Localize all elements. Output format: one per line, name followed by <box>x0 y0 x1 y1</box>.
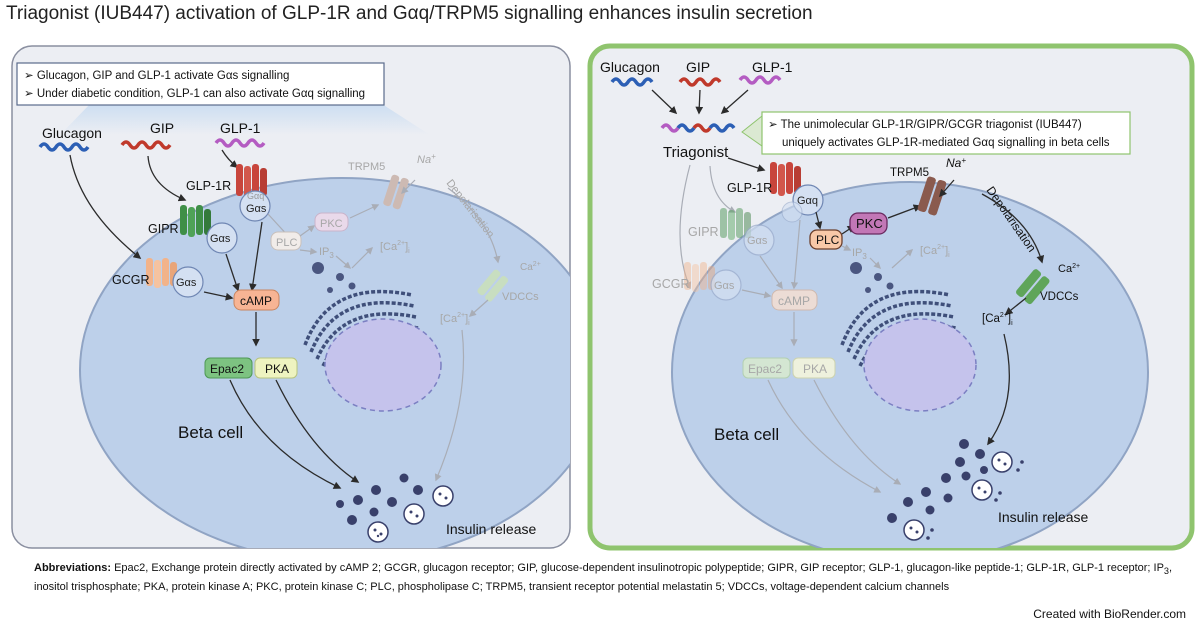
glp1r-label-left: GLP-1R <box>186 179 231 193</box>
ip3-label-right: IP3 <box>852 247 867 261</box>
vdcc-channel-icon-left <box>477 269 509 302</box>
triagonist-peptide-icon <box>660 123 736 133</box>
na-label-right: Na+ <box>946 156 966 170</box>
right-panel: Glucagon GIP GLP-1 Triagonist ➢ The unim… <box>587 43 1195 551</box>
right-note-2: uniquely activates GLP-1R-mediated Gαq s… <box>782 137 1110 149</box>
ca-i-label-left-2: [Ca2+]i <box>440 312 470 327</box>
beta-cell-label-right: Beta cell <box>714 425 779 444</box>
diagram: ➢ Glucagon, GIP and GLP-1 activate Gαs s… <box>11 43 1195 551</box>
insulin-release-label-right: Insulin release <box>998 509 1088 525</box>
svg-text:Gαs: Gαs <box>210 233 231 245</box>
nucleus-left <box>324 318 442 412</box>
insulin-granules-left <box>336 473 423 525</box>
gipr-receptor-icon <box>180 205 211 237</box>
svg-text:PKC: PKC <box>856 216 883 231</box>
glp1-label-right: GLP-1 <box>752 59 793 75</box>
exocytosis-icon-left <box>367 485 454 543</box>
vdcc-label-right: VDCCs <box>1040 291 1079 303</box>
left-note-2: ➢ Under diabetic condition, GLP-1 can al… <box>24 88 365 100</box>
vesicle-cluster-icon-right <box>850 262 894 293</box>
triagonist-label: Triagonist <box>663 144 729 161</box>
gcgr-label-left: GCGR <box>112 273 150 287</box>
trpm5-channel-icon-left <box>383 174 409 210</box>
left-note-1: ➢ Glucagon, GIP and GLP-1 activate Gαs s… <box>24 70 289 82</box>
right-note-box <box>761 111 1131 155</box>
trpm5-label-left: TRPM5 <box>348 161 385 173</box>
svg-text:PKA: PKA <box>803 362 827 376</box>
svg-text:PKA: PKA <box>265 362 289 376</box>
plc-box-right <box>809 229 843 250</box>
svg-text:Gαs: Gαs <box>246 203 267 215</box>
gip-peptide-icon <box>120 140 172 150</box>
abbreviations-text-2: , inositol trisphosphate; PKA, protein k… <box>34 562 1173 594</box>
ca-i-label-right: [Ca2+]i <box>982 312 1013 327</box>
gas-glp1r-left <box>239 190 271 222</box>
right-note-1: ➢ The unimolecular GLP-1R/GIPR/GCGR tria… <box>768 119 1082 131</box>
vdcc-label-left: VDCCs <box>502 291 539 303</box>
glucagon-peptide-icon <box>38 142 90 152</box>
ip3-label-left: IP3 <box>319 246 334 260</box>
epac2-box-left <box>204 357 253 379</box>
gcgr-receptor-icon <box>146 258 177 288</box>
svg-text:Gαq: Gαq <box>247 191 264 201</box>
svg-text:Gαs: Gαs <box>176 277 197 289</box>
vesicle-cluster-icon-left <box>312 262 356 293</box>
page-title: Triagonist (IUB447) activation of GLP-1R… <box>6 3 813 24</box>
abbreviations-label: Abbreviations: <box>34 562 112 574</box>
glp1r-label-right: GLP-1R <box>727 181 772 195</box>
biorender-credit: Created with BioRender.com <box>1033 607 1186 621</box>
glucagon-label-left: Glucagon <box>42 125 102 141</box>
svg-text:cAMP: cAMP <box>240 294 272 308</box>
exocytosis-icon-right <box>903 451 1024 541</box>
trpm5-label-right: TRPM5 <box>890 167 929 179</box>
plc-box-left <box>270 231 302 251</box>
beta-cell-label-left: Beta cell <box>178 423 243 442</box>
svg-text:PLC: PLC <box>276 237 297 249</box>
camp-box-right <box>771 289 818 311</box>
gas-gcgr-left <box>172 266 204 298</box>
gipr-receptor-icon-right <box>720 208 751 240</box>
glp1r-receptor-icon <box>236 164 267 198</box>
pkc-box-right <box>849 212 888 235</box>
svg-text:Gαs: Gαs <box>747 235 768 247</box>
gip-label-left: GIP <box>150 120 174 136</box>
svg-text:Epac2: Epac2 <box>210 362 244 376</box>
glp1-label-left: GLP-1 <box>220 120 261 136</box>
abbreviations-sub: 3 <box>1163 566 1170 577</box>
gas-gcgr-right <box>710 269 742 301</box>
gipr-label-right: GIPR <box>688 225 719 239</box>
ca-i-label-left-faded: [Ca2+]i <box>380 240 410 255</box>
glucagon-label-right: Glucagon <box>600 59 660 75</box>
svg-text:PKC: PKC <box>320 218 343 230</box>
glp1r-receptor-icon-right <box>770 162 801 196</box>
ca-label-right: Ca2+ <box>1058 263 1080 275</box>
pka-box-right <box>792 357 836 379</box>
gipr-label-left: GIPR <box>148 222 179 236</box>
gas-gipr-right <box>743 224 775 256</box>
pkc-box-left <box>314 212 349 232</box>
gcgr-label-right: GCGR <box>652 277 690 291</box>
ca-label-left: Ca2+ <box>520 261 541 273</box>
svg-text:PLC: PLC <box>816 233 840 247</box>
abbreviations-text-1: Epac2, Exchange protein directly activat… <box>111 562 1164 574</box>
glp1-peptide-icon <box>214 138 266 148</box>
gas-gipr-left <box>206 222 238 254</box>
gip-label-right: GIP <box>686 59 710 75</box>
svg-text:Gαs: Gαs <box>714 280 735 292</box>
svg-text:Gαq: Gαq <box>797 195 818 207</box>
insulin-release-label-left: Insulin release <box>446 521 536 537</box>
ca-i-label-right-faded: [Ca2+]i <box>920 244 950 259</box>
svg-text:cAMP: cAMP <box>778 294 810 308</box>
na-label-left: Na+ <box>417 152 436 166</box>
pka-box-left <box>254 357 298 379</box>
nucleus-right <box>863 318 977 412</box>
svg-text:Epac2: Epac2 <box>748 362 782 376</box>
abbreviations: Abbreviations: Epac2, Exchange protein d… <box>34 560 1190 595</box>
vdcc-channel-icon-right <box>1016 269 1050 305</box>
left-note-box <box>16 62 385 106</box>
camp-box-left <box>233 289 280 311</box>
epac2-box-right <box>742 357 791 379</box>
left-panel: ➢ Glucagon, GIP and GLP-1 activate Gαs s… <box>11 45 571 549</box>
